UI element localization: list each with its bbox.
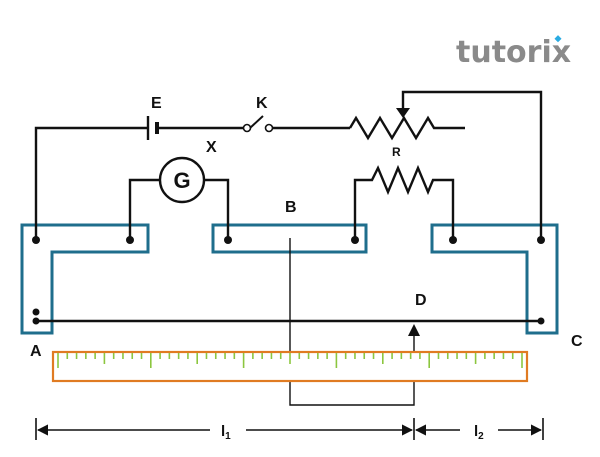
logo-accent-icon bbox=[554, 35, 562, 43]
label-l1-sub: 1 bbox=[225, 431, 231, 442]
label-battery-e: E bbox=[151, 95, 162, 112]
terminal-left-top bbox=[32, 236, 40, 244]
logo-text: tutorix bbox=[456, 35, 571, 70]
label-l2-sub: 2 bbox=[478, 431, 484, 442]
rheostat-slider-wire bbox=[401, 90, 543, 240]
metre-scale bbox=[51, 350, 529, 383]
label-resistance-r: R bbox=[392, 145, 401, 159]
rheostat-slider-arrow-icon bbox=[396, 108, 410, 118]
label-galvanometer-g: G bbox=[173, 168, 190, 193]
jockey-arrow-icon bbox=[408, 324, 420, 336]
label-key-k: K bbox=[256, 95, 268, 112]
label-jockey-d: D bbox=[415, 292, 427, 309]
tutorix-logo: tutorix bbox=[456, 35, 571, 70]
left-l-strip bbox=[20, 223, 150, 335]
right-l-strip bbox=[430, 223, 559, 335]
terminal-right-inner bbox=[449, 236, 457, 244]
label-strip-b: B bbox=[285, 199, 297, 216]
terminal-a-upper bbox=[32, 308, 40, 316]
label-end-c: C bbox=[571, 333, 583, 350]
terminal-left-inner bbox=[126, 236, 134, 244]
terminal-right-top bbox=[537, 236, 545, 244]
wire-left-strip-to-galvanometer bbox=[128, 178, 160, 240]
label-unknown-x: X bbox=[206, 139, 217, 156]
plug-key bbox=[242, 115, 274, 133]
terminals bbox=[32, 236, 545, 325]
label-l2-main: l bbox=[474, 423, 478, 440]
terminal-middle-right bbox=[351, 236, 359, 244]
label-l1-main: l bbox=[221, 423, 225, 440]
wire-left-to-battery bbox=[34, 126, 148, 240]
rheostat-zigzag bbox=[348, 115, 465, 141]
label-l1: l1 bbox=[221, 423, 231, 442]
resistance-box-wire bbox=[353, 164, 455, 240]
wire-galvanometer-to-middle-strip bbox=[204, 178, 230, 240]
label-end-a: A bbox=[30, 343, 42, 360]
label-l2: l2 bbox=[474, 423, 484, 442]
length-markers bbox=[35, 418, 544, 440]
terminal-middle-left bbox=[224, 236, 232, 244]
scale-ticks bbox=[57, 353, 523, 368]
